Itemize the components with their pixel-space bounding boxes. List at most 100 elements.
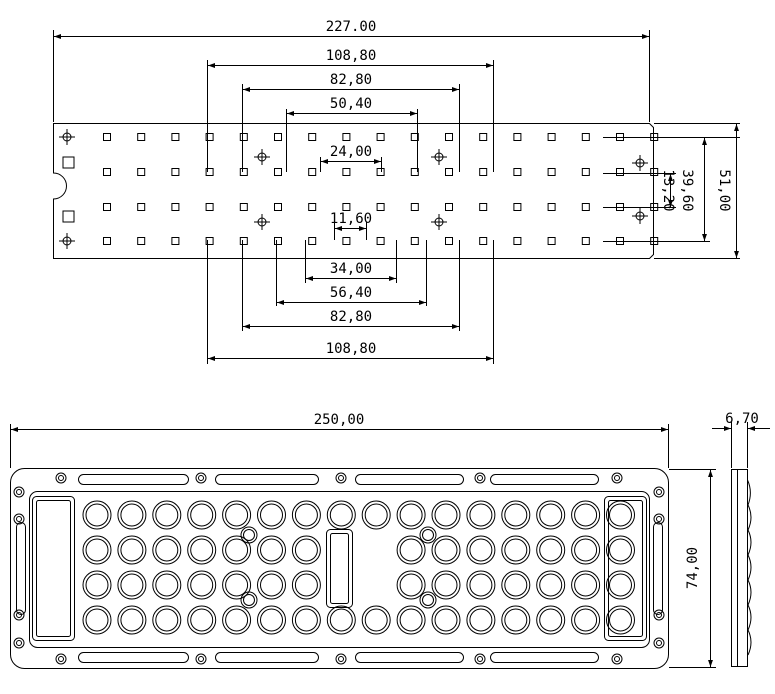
pcb-led-pad <box>205 237 214 245</box>
pcb-outline <box>53 123 654 259</box>
lens-cell-outer <box>222 570 252 600</box>
dim-span-top-inner: 50,40 <box>330 96 372 112</box>
pcb-led-pad <box>274 168 282 176</box>
lens-cell-outer <box>536 605 566 635</box>
screw-hole-icon <box>13 513 25 525</box>
lens-cell-outer <box>501 535 531 565</box>
lens-cell-outer <box>82 605 112 635</box>
screw-hole-icon <box>611 653 623 665</box>
screw-hole-inner <box>614 475 620 481</box>
lens-cell-inner <box>399 503 423 527</box>
screw-hole-icon <box>611 472 623 484</box>
pcb-led-pad <box>342 168 351 176</box>
lens-cell-inner <box>504 608 528 632</box>
pcb-led-pad <box>342 203 351 211</box>
pcb-led-pad <box>410 133 419 141</box>
mounting-hole-icon <box>254 149 270 165</box>
lens-cell-inner <box>329 503 353 527</box>
lens-boss-outer <box>240 591 258 609</box>
lens-cell-inner <box>260 608 283 632</box>
lens-cell-inner <box>260 503 283 527</box>
lens-cell-inner <box>294 573 318 597</box>
dim-row-pitch: 13,20 <box>660 169 676 211</box>
pcb-led-pad <box>376 237 385 245</box>
screw-hole-icon <box>195 472 207 484</box>
pcb-led-pad <box>445 133 453 141</box>
lens-cell-outer <box>82 500 112 530</box>
lens-cell-inner <box>504 503 528 527</box>
frame-slot-top <box>490 474 599 485</box>
lens-cell-inner <box>504 573 528 597</box>
dim-overall-height-front: 74,00 <box>685 547 701 589</box>
frame-slot-top <box>355 474 464 485</box>
pcb-led-pad <box>205 133 214 141</box>
dim-overall-length-front: 250,00 <box>314 412 365 428</box>
lens-cell-inner <box>609 503 632 527</box>
dim-span-bottom-outer: 108,80 <box>326 341 377 357</box>
side-profile-domes <box>747 479 752 656</box>
lens-center-bar-inner <box>330 533 349 604</box>
lens-cell-outer <box>431 605 461 635</box>
lens-cell-inner <box>434 538 458 562</box>
lens-cell-outer <box>396 535 426 565</box>
pcb-led-pad <box>137 237 146 245</box>
dim-thickness-side: 6,70 <box>725 411 759 427</box>
pcb-led-pad <box>513 203 522 211</box>
pcb-led-pad <box>239 203 248 211</box>
lens-boss-inner <box>422 594 434 606</box>
pcb-led-pad <box>308 237 317 245</box>
lens-cell-outer <box>466 500 496 530</box>
lens-cell-inner <box>85 608 109 632</box>
pcb-led-pad <box>137 203 146 211</box>
pcb-led-pad <box>445 168 453 176</box>
mounting-hole-icon <box>59 233 75 249</box>
screw-hole-inner <box>656 489 662 495</box>
screw-hole-inner <box>16 640 22 646</box>
lens-cell-outer <box>117 570 147 600</box>
front-view-lens <box>10 468 669 669</box>
lens-cell-inner <box>329 608 353 632</box>
pcb-led-pad <box>205 203 214 211</box>
screw-hole-inner <box>198 656 204 662</box>
pcb-led-pad <box>513 168 522 176</box>
pcb-led-pad <box>513 133 522 141</box>
pcb-led-pad <box>581 133 590 141</box>
lens-inner-frame <box>29 491 650 648</box>
lens-cell-outer <box>291 570 321 600</box>
pcb-led-pad <box>410 203 419 211</box>
pcb-led-pad <box>479 237 488 245</box>
pcb-led-pad <box>547 168 556 176</box>
pcb-led-pad <box>103 168 111 176</box>
lens-cell-inner <box>609 538 632 562</box>
lens-cell-outer <box>187 535 217 565</box>
screw-hole-icon <box>13 609 25 621</box>
lens-cell-inner <box>434 608 458 632</box>
screw-hole-icon <box>195 653 207 665</box>
pcb-led-pad <box>171 203 180 211</box>
screw-hole-icon <box>653 486 665 498</box>
pcb-led-pad <box>581 168 590 176</box>
fiducial-square-top <box>62 156 75 169</box>
lens-cell-outer <box>396 570 426 600</box>
pcb-led-pad <box>171 133 180 141</box>
lens-cell-inner <box>469 538 493 562</box>
lens-cell-inner <box>364 503 388 527</box>
pcb-led-pad <box>616 168 624 176</box>
lens-cell-inner <box>294 608 318 632</box>
lens-cell-outer <box>606 535 635 565</box>
lens-cell-outer <box>222 500 252 530</box>
lens-cell-outer <box>501 500 531 530</box>
lens-cell-outer <box>257 605 286 635</box>
lens-cell-inner <box>364 608 388 632</box>
lens-small-cells <box>240 526 437 609</box>
lens-cell-inner <box>294 503 318 527</box>
lens-cell-outer <box>326 605 356 635</box>
pcb-led-pad <box>479 203 488 211</box>
lens-cell-inner <box>539 573 563 597</box>
lens-cell-inner <box>120 608 144 632</box>
pcb-led-pad <box>376 203 385 211</box>
frame-slot-bottom <box>215 652 319 663</box>
pcb-led-pad <box>308 133 317 141</box>
pcb-led-pad <box>581 203 590 211</box>
pcb-led-pad <box>445 203 453 211</box>
